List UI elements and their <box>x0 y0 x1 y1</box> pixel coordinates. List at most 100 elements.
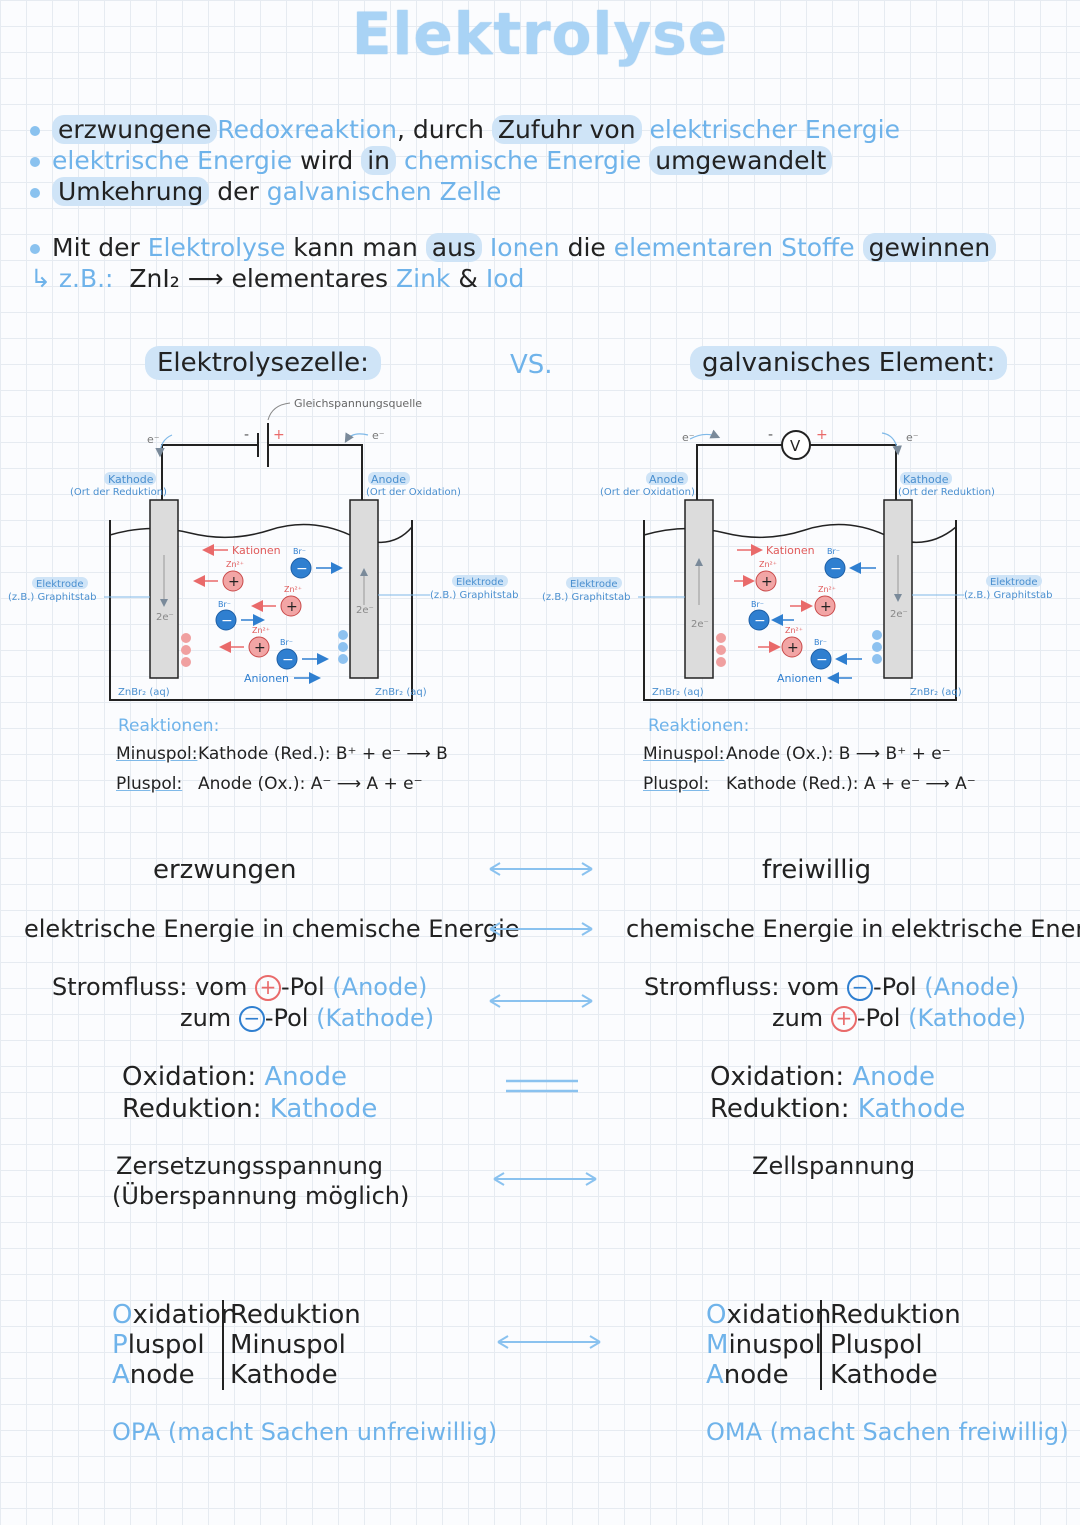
anionen-label: Anionen <box>244 672 289 685</box>
left-reactions-title: Reaktionen: <box>118 716 220 736</box>
anode-electrode <box>349 499 379 679</box>
svg-text:−: − <box>754 613 766 629</box>
electrode-label-bg <box>32 577 88 589</box>
mnemonic-row: Oxidation <box>112 1300 238 1330</box>
mnemonic-right-col1: Oxidation Minuspol Anode <box>706 1300 831 1390</box>
anode-sub: (Ort der Oxidation) <box>600 487 695 498</box>
electron-flow-right <box>344 432 369 444</box>
compare-2-right: chemische Energie in elektrische Energie <box>626 915 1080 943</box>
zn-label: Zn²⁺ <box>785 626 803 635</box>
br-label: Br⁻ <box>751 600 764 609</box>
bromine-deposit <box>338 630 348 640</box>
mnemonic-row: Oxidation <box>706 1300 832 1330</box>
cathode-label-bg <box>104 472 156 485</box>
svg-text:−: − <box>830 561 842 577</box>
bullet-dot <box>30 244 40 254</box>
bromine-deposit <box>872 642 882 652</box>
electron-left: e⁻ <box>682 431 695 444</box>
compare-5-left-1: Zersetzungsspannung <box>116 1152 384 1180</box>
mnemonic-divider <box>820 1300 822 1390</box>
anion: − <box>276 648 298 670</box>
zinc-deposit <box>181 645 191 655</box>
br-label: Br⁻ <box>280 638 293 647</box>
zn-label: Zn²⁺ <box>284 585 302 594</box>
svg-text:+: + <box>787 640 799 656</box>
anode-label-bg <box>646 472 688 485</box>
electrode-sub-left: (z.B.) Graphitstab <box>542 592 630 603</box>
source-label: Gleichspannungsquelle <box>294 397 422 410</box>
double-arrow <box>497 1335 601 1349</box>
source-pointer <box>267 402 291 421</box>
equals-sign <box>506 1079 578 1093</box>
mnemonic-row: Anode <box>112 1360 195 1390</box>
left-r1-pole: Minuspol: <box>116 744 198 764</box>
solution-label-right: ZnBr₂ (aq) <box>375 687 427 698</box>
electrode-sub-right: (z.B.) Graphitstab <box>964 590 1052 601</box>
right-r2-pole: Pluspol: <box>643 774 710 794</box>
compare-5-right: Zellspannung <box>752 1152 916 1180</box>
mnemonic-row: Anode <box>706 1360 789 1390</box>
compare-3-right-line1: Stromfluss: vom −-Pol (Anode) <box>644 973 1020 1001</box>
right-heading: galvanisches Element: <box>690 346 1008 380</box>
compare-3-left-line2: zum −-Pol (Kathode) <box>180 1004 435 1032</box>
compare-4-right-ox: Oxidation: Anode <box>710 1062 936 1092</box>
br-label: Br⁻ <box>827 547 840 556</box>
cathode-sub: (Ort der Reduktion) <box>898 487 995 498</box>
bullet-3: Umkehrung der galvanischen Zelle <box>30 177 501 207</box>
compare-4-left-red: Reduktion: Kathode <box>122 1094 378 1124</box>
voltmeter <box>781 430 811 460</box>
svg-text:+: + <box>761 574 773 590</box>
anode-label: Anode <box>649 473 684 486</box>
electrode-label-bg <box>986 575 1042 587</box>
double-arrow <box>489 994 593 1008</box>
mnemonic-left-col2: Reduktion Minuspol Kathode <box>230 1300 361 1390</box>
electrode-label-left: Elektrode <box>36 579 83 590</box>
zn-label: Zn²⁺ <box>759 560 777 569</box>
left-r2-text: Anode (Ox.): A⁻ ⟶ A + e⁻ <box>198 774 423 794</box>
svg-text:+: + <box>228 574 240 590</box>
kationen-label: Kationen <box>766 544 815 557</box>
svg-text:−: − <box>816 652 828 668</box>
compare-1-left: erzwungen <box>153 855 297 885</box>
cation: + <box>280 595 302 617</box>
svg-text:−: − <box>296 561 308 577</box>
bullet-4: Mit der Elektrolyse kann man aus Ionen d… <box>30 233 997 263</box>
electrode-sub-right: (z.B.) Graphitstab <box>430 590 518 601</box>
cation: + <box>781 636 803 658</box>
minus-circle-icon: − <box>847 975 874 1001</box>
br-label: Br⁻ <box>814 638 827 647</box>
anion: − <box>824 557 846 579</box>
electrode-label-right: Elektrode <box>456 577 503 588</box>
compare-3-left-line1: Stromfluss: vom +-Pol (Anode) <box>52 973 428 1001</box>
bromine-deposit <box>872 630 882 640</box>
mnemonic-right-note: OMA (macht Sachen freiwillig) <box>706 1418 1069 1446</box>
beaker <box>643 520 957 701</box>
svg-text:+: + <box>820 599 832 615</box>
voltmeter-plus: + <box>816 427 828 443</box>
zn-label: Zn²⁺ <box>818 585 836 594</box>
double-arrow <box>493 1172 597 1186</box>
anode-2e: 2e⁻ <box>691 619 709 630</box>
kationen-label: Kationen <box>232 544 281 557</box>
battery-minus: - <box>244 427 249 443</box>
compare-4-left-ox: Oxidation: Anode <box>122 1062 348 1092</box>
cathode-label: Kathode <box>108 473 154 486</box>
double-arrow <box>489 922 593 936</box>
electron-flow-left <box>155 434 173 458</box>
zn-label: Zn²⁺ <box>226 560 244 569</box>
electrode-label-right: Elektrode <box>990 577 1037 588</box>
svg-text:+: + <box>254 640 266 656</box>
bromine-deposit <box>338 654 348 664</box>
cation: + <box>248 636 270 658</box>
left-r2-pole: Pluspol: <box>116 774 183 794</box>
electrode-sub-left: (z.B.) Graphitstab <box>8 592 96 603</box>
left-r1-text: Kathode (Red.): B⁺ + e⁻ ⟶ B <box>198 744 448 764</box>
zinc-deposit <box>716 633 726 643</box>
beaker <box>109 520 413 701</box>
electron-left: e⁻ <box>147 433 160 446</box>
anode-label-bg <box>368 472 410 485</box>
solution-label-left: ZnBr₂ (aq) <box>118 687 170 698</box>
bullet-dot <box>30 126 40 136</box>
mnemonic-divider <box>222 1300 224 1390</box>
right-r2-text: Kathode (Red.): A + e⁻ ⟶ A⁻ <box>726 774 976 794</box>
